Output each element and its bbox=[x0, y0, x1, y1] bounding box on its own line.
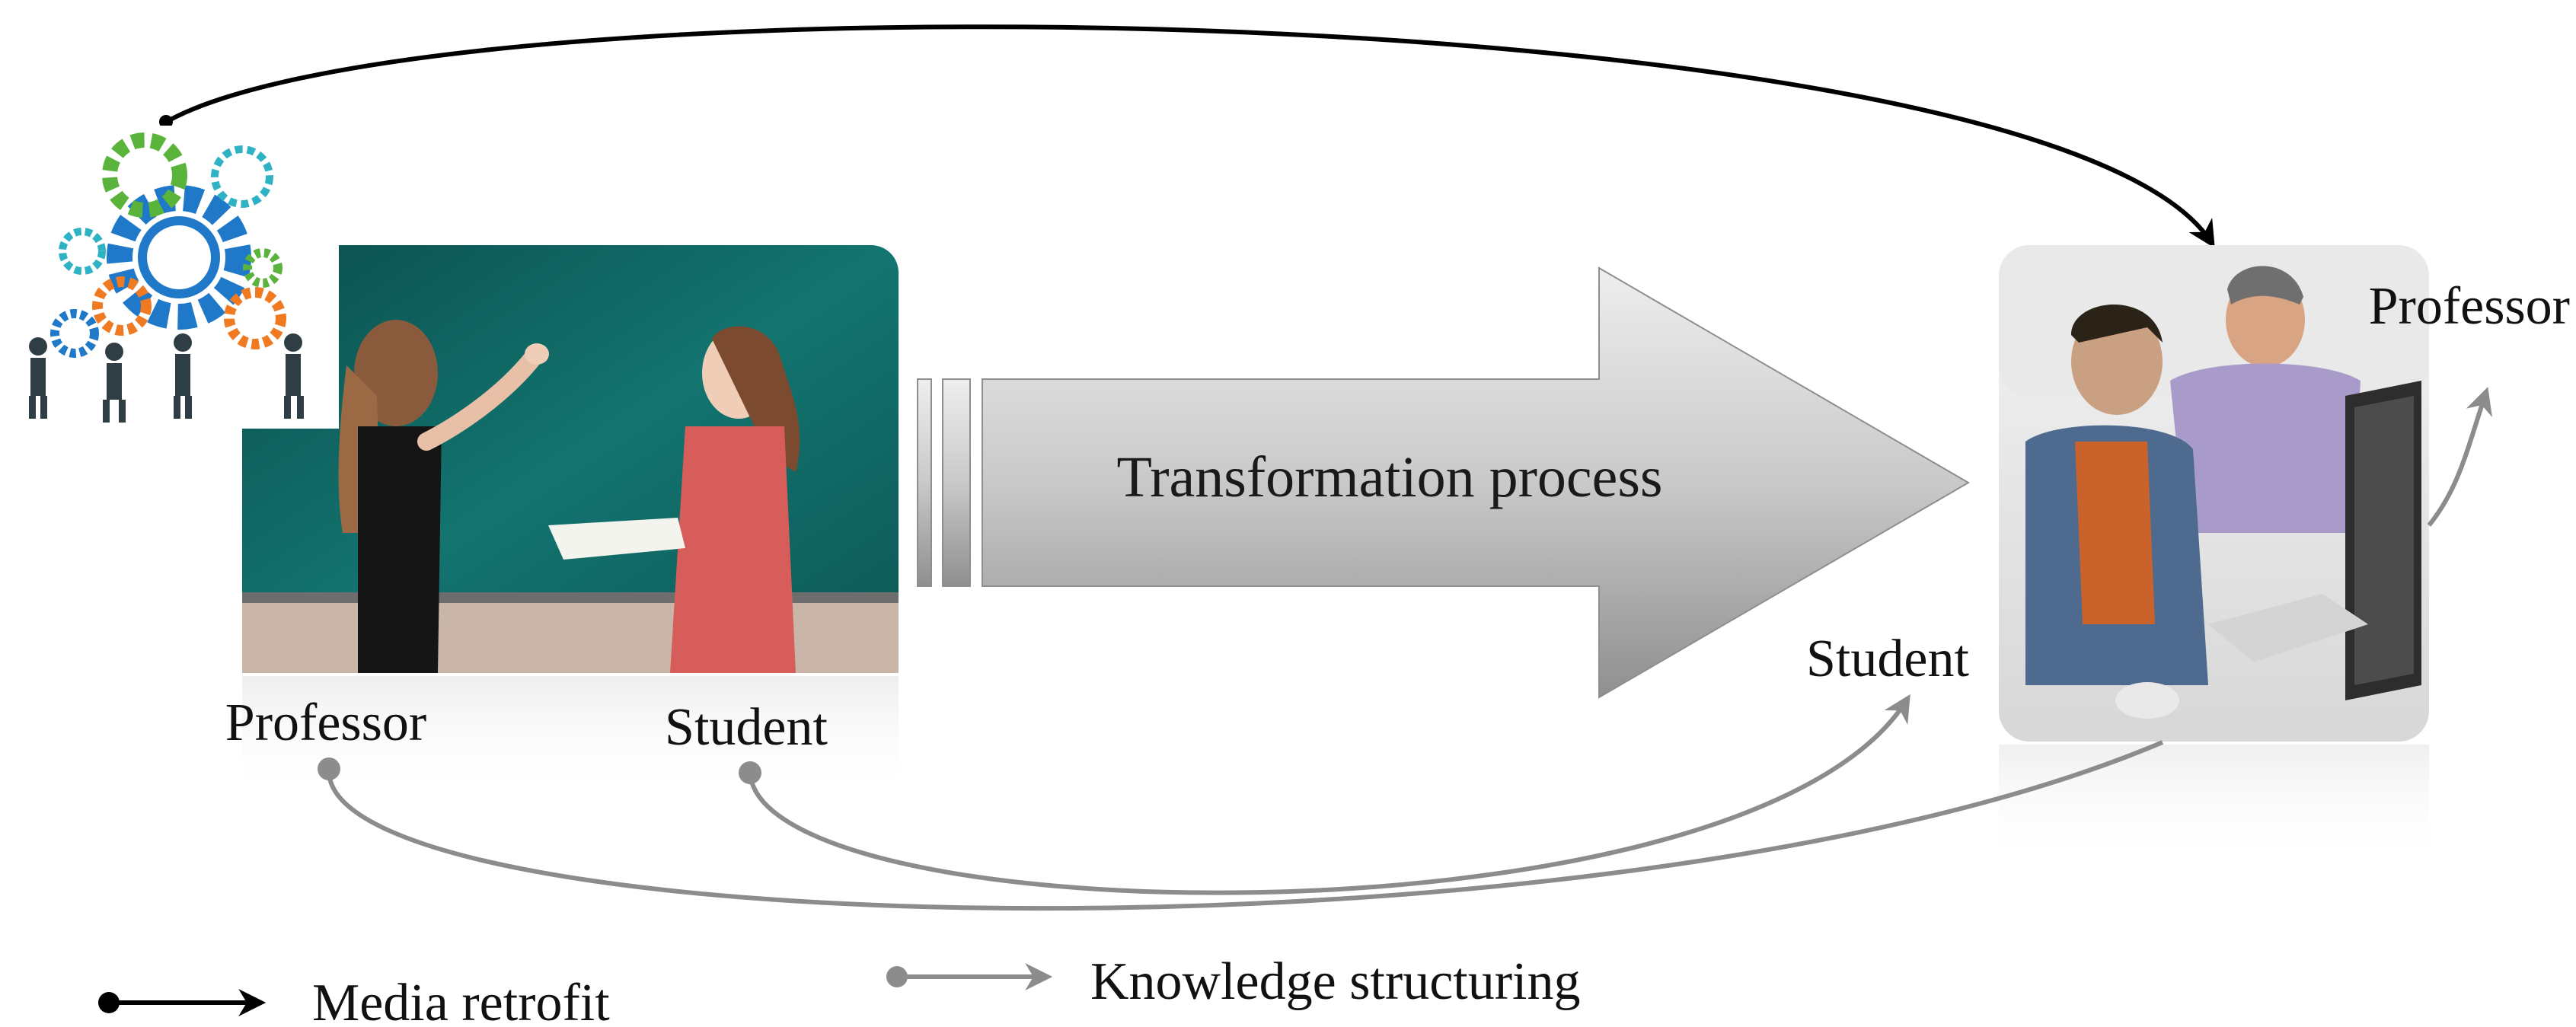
media-retrofit-arc bbox=[162, 24, 2215, 249]
student-to-student-curve bbox=[748, 694, 1910, 895]
lab-reflection bbox=[1999, 745, 2429, 866]
gears-teamwork-icon bbox=[0, 126, 339, 429]
left-student-label: Student bbox=[665, 698, 828, 757]
classroom-photo bbox=[242, 245, 899, 673]
right-student-label: Student bbox=[1806, 630, 1969, 688]
lab-to-professor-curve bbox=[2427, 387, 2492, 527]
professor-to-lab-curve bbox=[326, 740, 2164, 911]
left-professor-label: Professor bbox=[225, 694, 426, 752]
transformation-label: Transformation process bbox=[1117, 445, 1663, 509]
media-arc-start-dot bbox=[159, 115, 173, 129]
legend: Media retrofit Knowledge structuring bbox=[98, 952, 1580, 1027]
transformation-arrow: Transformation process bbox=[917, 266, 1970, 699]
legend-knowledge-label: Knowledge structuring bbox=[1090, 952, 1580, 1011]
computer-lab-photo bbox=[1999, 245, 2429, 742]
legend-media-label: Media retrofit bbox=[312, 974, 610, 1027]
right-professor-label: Professor bbox=[2369, 277, 2570, 336]
classroom-reflection bbox=[242, 676, 899, 798]
